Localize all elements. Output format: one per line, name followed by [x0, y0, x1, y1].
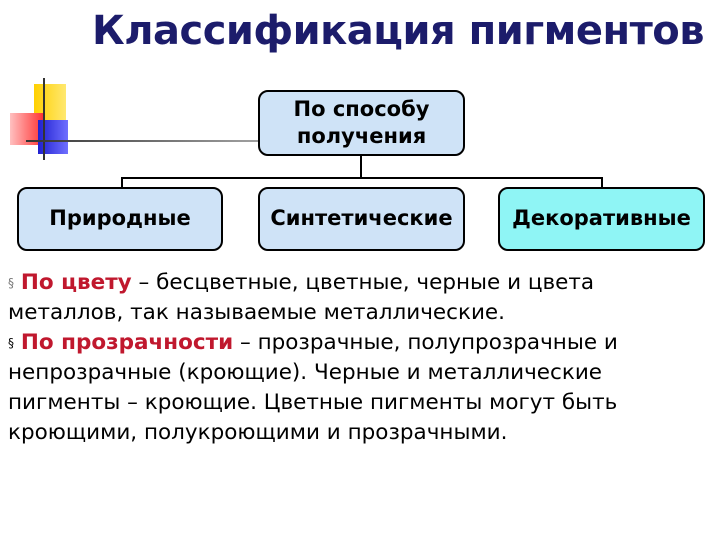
slide-body-text: § По цвету – бесцветные, цветные, черные… [8, 268, 713, 448]
connector-left [121, 177, 123, 187]
slide-title: Классификация пигментов [92, 8, 705, 54]
diagram-box-synthetic: Синтетические [258, 187, 465, 251]
item-highlight: По цвету [20, 270, 132, 295]
diagram-box-decorative: Декоративные [498, 187, 705, 251]
connector-right [601, 177, 603, 187]
item-text: – бесцветные, цветные, черные и цвета ме… [8, 270, 595, 325]
decor-vertical-line [43, 78, 45, 160]
bullet-icon: § [8, 276, 14, 290]
item-text: – прозрачные, полупрозрачные и непрозрач… [8, 330, 618, 445]
connector-horizontal [121, 177, 603, 179]
item-highlight: По прозрачности [20, 330, 234, 355]
bullet-item: § По цвету – бесцветные, цветные, черные… [8, 268, 713, 328]
bullet-icon: § [8, 336, 14, 350]
diagram-box-natural: Природные [17, 187, 223, 251]
decor-horizontal-line [26, 140, 456, 142]
diagram-root-box: По способу получения [258, 90, 465, 156]
bullet-item: § По прозрачности – прозрачные, полупроз… [8, 328, 713, 448]
connector-root [360, 156, 362, 178]
